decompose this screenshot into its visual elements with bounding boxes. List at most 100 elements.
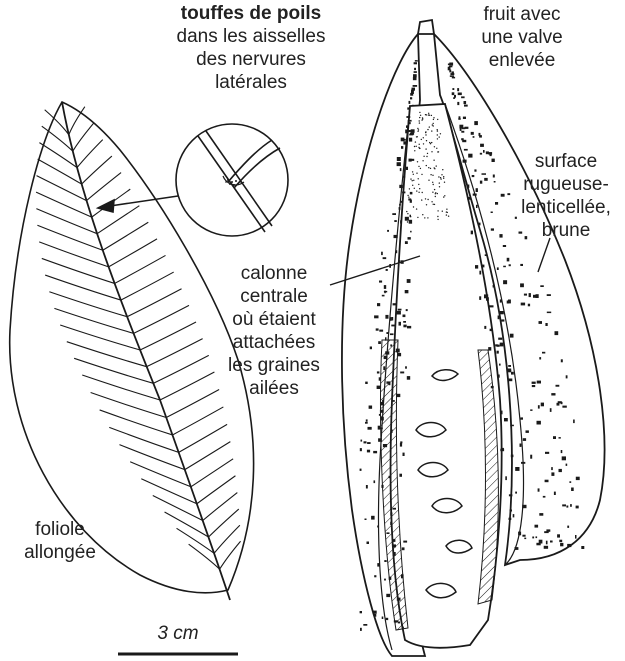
lenticel bbox=[396, 349, 400, 353]
lenticel bbox=[554, 492, 556, 495]
lenticel bbox=[369, 406, 373, 409]
fruit-label-line-1: fruit avec bbox=[462, 3, 582, 26]
lenticel bbox=[412, 105, 414, 107]
stipple-dot bbox=[440, 177, 441, 178]
lenticel bbox=[452, 92, 455, 95]
stipple-dot bbox=[435, 192, 436, 193]
lenticel bbox=[403, 541, 407, 543]
tufts-label-line-2: des nervures bbox=[156, 48, 346, 71]
lenticel bbox=[482, 265, 484, 268]
stipple-dot bbox=[432, 124, 433, 125]
surface-label-line-2: rugueuse- bbox=[510, 173, 622, 196]
lenticel bbox=[405, 290, 409, 293]
lenticel bbox=[363, 624, 367, 626]
lenticel bbox=[392, 317, 394, 321]
lateral-vein bbox=[214, 525, 240, 553]
lenticel bbox=[385, 337, 387, 340]
stipple-dot bbox=[422, 117, 423, 118]
lenticel bbox=[535, 525, 539, 528]
stipple-dot bbox=[440, 133, 441, 134]
lenticel bbox=[379, 330, 383, 332]
stipple-dot bbox=[416, 190, 417, 191]
lenticel bbox=[567, 544, 571, 547]
lenticel bbox=[522, 505, 526, 508]
fruit-label-line-2: une valve bbox=[462, 26, 582, 49]
lateral-vein bbox=[74, 358, 153, 383]
stipple-dot bbox=[437, 210, 438, 211]
lenticel bbox=[399, 322, 402, 326]
lenticel bbox=[472, 175, 475, 177]
stipple-dot bbox=[439, 186, 440, 187]
stipple-dot bbox=[420, 168, 421, 169]
lenticel bbox=[526, 430, 529, 433]
stipple-dot bbox=[442, 211, 443, 212]
lenticel bbox=[397, 157, 401, 161]
lenticel bbox=[498, 316, 500, 320]
lenticel bbox=[403, 315, 406, 318]
lenticel bbox=[476, 205, 478, 208]
lenticel bbox=[462, 140, 466, 142]
lenticel bbox=[379, 428, 383, 430]
lenticel bbox=[497, 351, 499, 354]
stipple-dot bbox=[429, 126, 430, 127]
stipple-dot bbox=[418, 129, 419, 130]
lenticel bbox=[360, 469, 362, 471]
lenticel bbox=[536, 536, 538, 538]
lenticel bbox=[484, 326, 486, 329]
lenticel bbox=[390, 522, 392, 525]
lenticel bbox=[365, 422, 368, 424]
tufts-label-line-3: latérales bbox=[156, 71, 346, 94]
column-label-line-6: ailées bbox=[208, 377, 340, 400]
lenticel bbox=[403, 321, 406, 323]
stipple-dot bbox=[430, 143, 431, 144]
stipple-dot bbox=[434, 146, 435, 147]
lenticel bbox=[406, 125, 408, 128]
lenticel bbox=[500, 299, 502, 302]
stipple-dot bbox=[419, 148, 420, 149]
lenticel bbox=[493, 285, 495, 288]
stipple-dot bbox=[426, 204, 427, 205]
lenticel bbox=[397, 311, 401, 315]
lenticel bbox=[389, 476, 391, 478]
lenticel bbox=[567, 526, 569, 528]
lenticel bbox=[373, 611, 377, 614]
lenticel bbox=[405, 130, 408, 134]
lenticel bbox=[403, 325, 406, 328]
lenticel bbox=[566, 375, 568, 378]
stipple-dot bbox=[425, 131, 426, 132]
lenticel bbox=[408, 237, 411, 240]
lenticel bbox=[532, 537, 534, 539]
lenticel bbox=[392, 400, 395, 402]
stipple-dot bbox=[432, 192, 433, 193]
lenticel bbox=[410, 231, 412, 233]
lenticel bbox=[401, 138, 405, 142]
lenticel bbox=[409, 134, 413, 136]
lenticel bbox=[398, 309, 402, 311]
lenticel bbox=[407, 326, 411, 329]
lenticel bbox=[403, 141, 406, 144]
stipple-dot bbox=[423, 137, 424, 138]
lateral-vein bbox=[197, 476, 236, 504]
lenticel bbox=[570, 504, 572, 507]
lenticel bbox=[566, 464, 568, 466]
lenticel bbox=[479, 133, 481, 136]
stipple-dot bbox=[421, 174, 422, 175]
lenticel bbox=[540, 285, 544, 287]
lenticel bbox=[510, 425, 514, 427]
lenticel bbox=[382, 617, 384, 620]
stipple-dot bbox=[412, 171, 413, 172]
lenticel bbox=[390, 317, 392, 321]
stipple-dot bbox=[426, 165, 427, 166]
lenticel bbox=[479, 296, 481, 300]
stipple-dot bbox=[407, 221, 408, 222]
stipple-dot bbox=[412, 180, 413, 181]
lenticel bbox=[374, 480, 376, 483]
lenticel bbox=[489, 152, 493, 155]
lenticel bbox=[386, 269, 388, 271]
lenticel bbox=[449, 63, 453, 66]
lenticel bbox=[396, 250, 398, 253]
lenticel bbox=[381, 485, 383, 488]
lenticel bbox=[399, 207, 401, 210]
stipple-dot bbox=[431, 130, 432, 131]
surface-label-line-3: lenticellée, bbox=[510, 196, 622, 219]
